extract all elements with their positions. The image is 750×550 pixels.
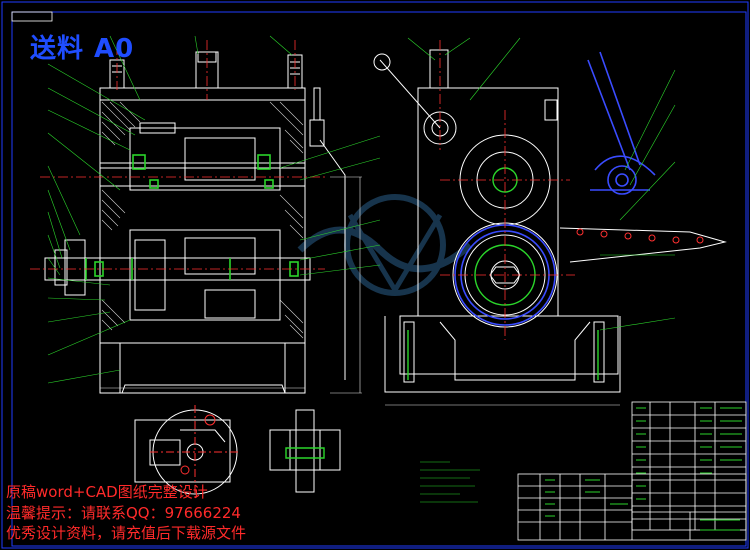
inner-border — [11, 11, 747, 547]
leader-lines-side — [407, 37, 676, 331]
technical-notes — [420, 461, 480, 503]
table-text-marks — [545, 407, 742, 531]
detail-key-green — [285, 447, 325, 459]
detail-crank-red — [150, 405, 240, 500]
dimensions-front — [100, 176, 362, 394]
drawing-title: 送料 A0 — [30, 34, 135, 64]
watermark-note-line-2: 温馨提示：请联系QQ：97666224 — [6, 504, 241, 522]
side-view — [373, 49, 727, 393]
watermark-logo — [297, 194, 473, 296]
leader-lines-front — [47, 35, 381, 384]
parts-list-table — [631, 401, 747, 531]
title-block — [517, 473, 747, 541]
side-view-holes — [576, 228, 704, 244]
watermark-note-line-3: 优秀设计资料，请充值后下载源文件 — [6, 524, 247, 542]
front-section-view — [44, 51, 346, 394]
side-view-blue — [454, 51, 656, 326]
section-parts-green — [85, 154, 299, 280]
watermark-note-line-1: 原稿word+CAD图纸完整设计 — [6, 483, 208, 501]
corner-tab — [11, 11, 53, 22]
centerlines-front — [30, 40, 325, 270]
detail-key-view — [269, 409, 341, 493]
centerlines-side — [439, 40, 575, 340]
